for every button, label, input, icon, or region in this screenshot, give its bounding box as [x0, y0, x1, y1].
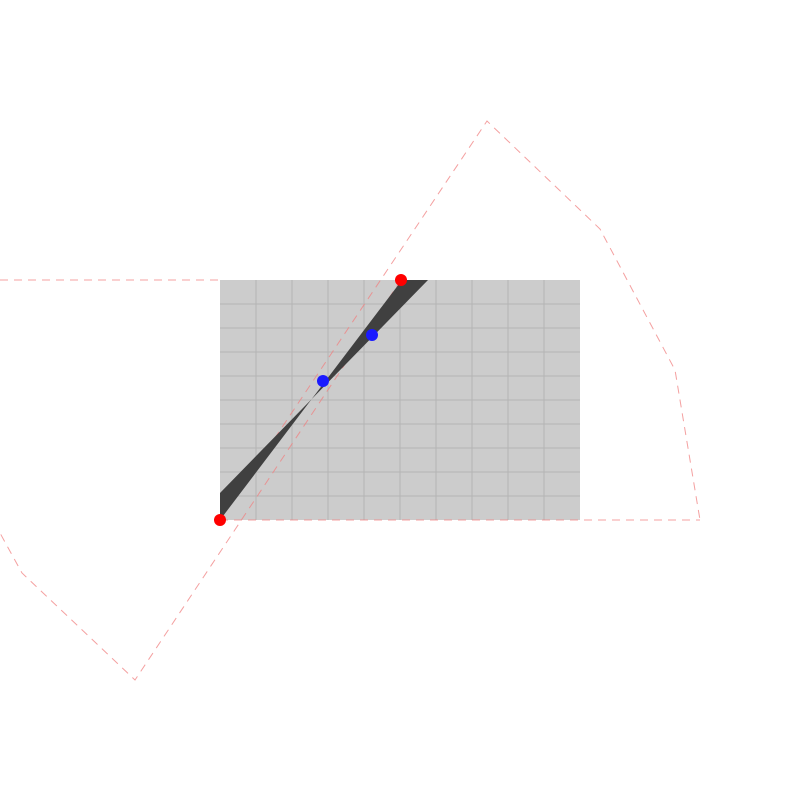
dashed-outline-lower	[0, 279, 402, 681]
dashed-outline-upper	[219, 120, 701, 521]
endpoint-marker-bottom[interactable]	[214, 514, 226, 526]
endpoint-marker-top[interactable]	[395, 274, 407, 286]
midpoint-marker-upper[interactable]	[366, 329, 378, 341]
midpoint-marker-lower[interactable]	[317, 375, 329, 387]
grid-lines	[220, 280, 580, 520]
